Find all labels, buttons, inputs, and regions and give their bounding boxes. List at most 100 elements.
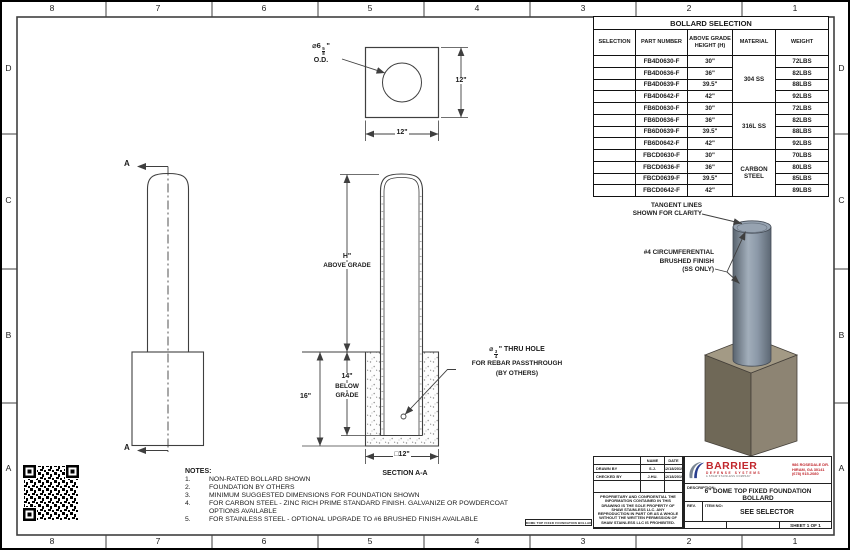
zone-col-label: 4 (474, 536, 480, 546)
rev-item-row: REV. ITEM NO: SEE SELECTOR (685, 502, 831, 522)
front-bollard-outline (146, 172, 190, 352)
zone-col-label: 7 (155, 536, 161, 546)
width-dim-label: □12" (393, 451, 411, 458)
zone-row-label: B (838, 330, 845, 340)
description-text: 6" DOME TOP FIXED FOUNDATION BOLLARD (704, 488, 812, 502)
file-reference-strip: 6 DOME TOP FIXED FOUNDATION BOLLARD (525, 519, 592, 526)
qr-code (22, 464, 80, 522)
above-grade-label: H" ABOVE GRADE (322, 253, 372, 269)
name-header: NAME (641, 457, 665, 465)
col-header-part: PART NUMBER (635, 29, 688, 56)
item-no-label: ITEM NO: (705, 503, 723, 508)
brushed-finish-note: #4 CIRCUMFERENTIAL BRUSHED FINISH (SS ON… (643, 249, 714, 273)
top-view-bottom-dim: 12" (395, 128, 409, 136)
brand-tagline: A SHAW STAINLESS COMPANY (706, 475, 752, 479)
zone-row-label: B (5, 330, 12, 340)
item-no-value: SEE SELECTOR (740, 509, 794, 516)
note-item: 4.FOR CARBON STEEL - ZINC RICH PRIME STA… (185, 500, 508, 515)
zone-col-label: 3 (580, 536, 586, 546)
tangent-lines-note: TANGENT LINES SHOWN FOR CLARITY (632, 202, 702, 217)
front-foundation-outline (131, 351, 205, 447)
logo-swoosh-icon (689, 461, 705, 479)
col-header-material: MATERIAL (732, 29, 776, 56)
material-cell: 316L SS (732, 102, 776, 150)
drawn-by-label: DRAWN BY (594, 465, 641, 473)
brand-name: BARRIER (706, 460, 758, 473)
note-item: 1.NON-RATED BOLLARD SHOWN (185, 476, 311, 483)
zone-col-label: 5 (367, 3, 373, 13)
rebar-thru-hole (400, 413, 407, 420)
section-arrow-top (137, 163, 146, 170)
checked-by-date: 12/18/2019 (665, 473, 683, 481)
section-foundation-outline (364, 351, 440, 447)
material-cell: CARBON STEEL (732, 149, 776, 197)
zone-row-label: C (5, 195, 12, 205)
hole-leader-line (404, 369, 456, 415)
tangent-note-leader (701, 213, 743, 225)
zone-col-label: 8 (49, 3, 55, 13)
note-item: 3.MINIMUM SUGGESTED DIMENSIONS FOR FOUND… (185, 492, 420, 499)
zone-col-label: 6 (261, 3, 267, 13)
front-view (131, 163, 205, 454)
section-tube-inner (383, 177, 420, 436)
zone-col-label: 8 (49, 536, 55, 546)
zone-col-label: 5 (367, 536, 373, 546)
material-cell: 304 SS (732, 55, 776, 103)
brand-subtitle: DEFENSE SYSTEMS (706, 471, 762, 476)
sheet-inner-border (16, 16, 835, 536)
checked-by-label: CHECKED BY (594, 473, 641, 481)
zone-row-label: A (5, 463, 12, 473)
section-tube-outer (379, 173, 424, 436)
notes-title: NOTES: (185, 468, 212, 475)
section-marker-a-top: A (124, 159, 130, 168)
notes-block: NOTES: 1.NON-RATED BOLLARD SHOWN 2.FOUND… (185, 468, 535, 524)
zone-col-label: 2 (686, 536, 692, 546)
top-view-circle (382, 62, 422, 103)
top-view-square (364, 46, 440, 119)
finish-note-leader (714, 268, 728, 273)
top-view-side-dim: 12" (454, 77, 468, 84)
zone-col-label: 1 (792, 536, 798, 546)
proprietary-notice: PROPRIETARY AND CONFIDENTIAL THE INFORMA… (594, 493, 683, 528)
drawn-by-date: 12/18/2019 (665, 465, 683, 473)
brand-block: BARRIER DEFENSE SYSTEMS A SHAW STAINLESS… (706, 461, 761, 478)
section-view (302, 173, 456, 464)
section-marker-a-bottom: A (124, 443, 130, 452)
description-cell: DESCRIPTION: 6" DOME TOP FIXED FOUNDATIO… (685, 484, 831, 502)
iso-bollard-body (732, 226, 772, 367)
zone-col-label: 6 (261, 536, 267, 546)
zone-row-label: D (838, 63, 845, 73)
date-header: DATE (665, 457, 683, 465)
col-header-weight: WEIGHT (774, 29, 830, 56)
section-arrow-bottom (137, 447, 146, 454)
zone-col-label: 7 (155, 3, 161, 13)
zone-row-label: D (5, 63, 12, 73)
col-header-selection: SELECTION (593, 29, 636, 56)
bollard-selection-table: BOLLARD SELECTION SELECTION PART NUMBER … (592, 16, 830, 197)
zone-col-label: 3 (580, 3, 586, 13)
title-block-bottom-row: SHEET 1 OF 1 (685, 522, 831, 528)
company-address: 986 ROSEDALE DR. HIRAM, GA 30141 (678) 9… (792, 462, 829, 477)
iso-dome-tangent-line (736, 222, 768, 233)
drawn-by-name: S.J. (641, 465, 665, 473)
note-item: 5.FOR STAINLESS STEEL - OPTIONAL UPGRADE… (185, 516, 478, 523)
below-grade-label: 14" BELOW GRADE (334, 373, 360, 399)
title-block-right: BARRIER DEFENSE SYSTEMS A SHAW STAINLESS… (684, 456, 832, 529)
zone-row-label: C (838, 195, 845, 205)
